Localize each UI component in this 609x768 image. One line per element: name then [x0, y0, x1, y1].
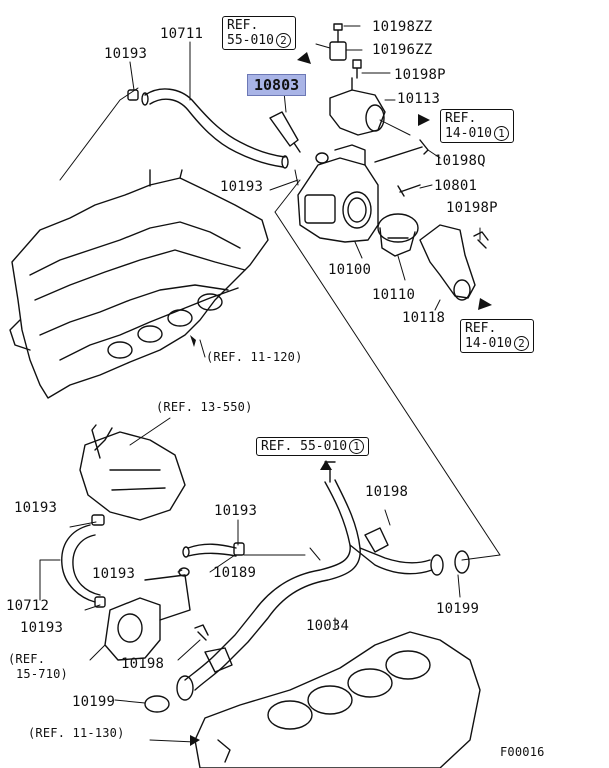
callout-10118[interactable]: 10118 — [402, 310, 446, 326]
bolt-10198Q-shape — [374, 139, 429, 163]
thermostat-shape — [377, 213, 419, 257]
callout-10198Q[interactable]: 10198Q — [434, 153, 486, 169]
water-inlet-shape — [419, 224, 489, 301]
callout-10199-right[interactable]: 10199 — [436, 601, 480, 617]
callout-10198-pump[interactable]: 10198 — [121, 656, 165, 672]
hose-10712-shape — [61, 514, 106, 608]
sensor-10803-shape — [269, 111, 301, 153]
ref-11-130[interactable]: (REF. 11-130) — [28, 726, 125, 740]
callout-10034[interactable]: 10034 — [306, 618, 350, 634]
callout-10189[interactable]: 10189 — [213, 565, 257, 581]
water-pipe-shape — [144, 461, 470, 713]
oil-filter-bracket-shape — [79, 424, 186, 521]
ref-15-710-line2[interactable]: 15-710) — [16, 667, 68, 681]
callout-10801[interactable]: 10801 — [434, 178, 478, 194]
callout-10193-center[interactable]: 10193 — [214, 503, 258, 519]
ref-circle-number: 1 — [349, 439, 365, 454]
water-pump-shape — [104, 574, 209, 661]
callout-10803-highlighted[interactable]: 10803 — [247, 74, 307, 96]
figure-code: F00016 — [500, 745, 545, 759]
callout-10198P-upper[interactable]: 10198P — [394, 67, 446, 83]
water-outlet-shape — [329, 23, 386, 136]
engine-block-shape — [194, 631, 481, 768]
callout-10199-left[interactable]: 10199 — [72, 694, 116, 710]
ref-circle-number: 2 — [275, 33, 291, 48]
ref-label: REF. — [465, 321, 497, 336]
ref-circle-number: 2 — [513, 336, 529, 351]
ref-13-550[interactable]: (REF. 13-550) — [156, 400, 253, 414]
callout-10193-clamp[interactable]: 10193 — [92, 566, 136, 582]
callout-10198P-lower[interactable]: 10198P — [446, 200, 498, 216]
cylinder-head-shape — [9, 169, 269, 399]
ref-15-710-line1[interactable]: (REF. — [8, 652, 46, 666]
callout-10196ZZ[interactable]: 10196ZZ — [372, 42, 433, 58]
callout-10193-upper[interactable]: 10193 — [104, 46, 148, 62]
callout-10193-housing[interactable]: 10193 — [220, 179, 264, 195]
callout-10113[interactable]: 10113 — [397, 91, 441, 107]
hose-10711-shape — [127, 88, 289, 169]
ref-label: REF. — [227, 18, 259, 33]
callout-10100[interactable]: 10100 — [328, 262, 372, 278]
ref-circle-number: 1 — [493, 126, 509, 141]
flow-arrows — [190, 52, 492, 746]
leader-lines — [39, 25, 501, 743]
ref-label: REF. — [445, 111, 477, 126]
callout-10712[interactable]: 10712 — [6, 598, 50, 614]
callout-10110[interactable]: 10110 — [372, 287, 416, 303]
ref-code: REF. 55-010 — [261, 439, 348, 454]
callout-10711[interactable]: 10711 — [160, 26, 204, 42]
thermostat-housing-shape — [297, 144, 379, 243]
ref-11-120[interactable]: (REF. 11-120) — [206, 350, 303, 364]
sensor-10801-shape — [397, 184, 421, 197]
callout-10193-left[interactable]: 10193 — [14, 500, 58, 516]
callout-10198ZZ[interactable]: 10198ZZ — [372, 19, 433, 35]
callout-10193-lower[interactable]: 10193 — [20, 620, 64, 636]
callout-10198-right[interactable]: 10198 — [365, 484, 409, 500]
